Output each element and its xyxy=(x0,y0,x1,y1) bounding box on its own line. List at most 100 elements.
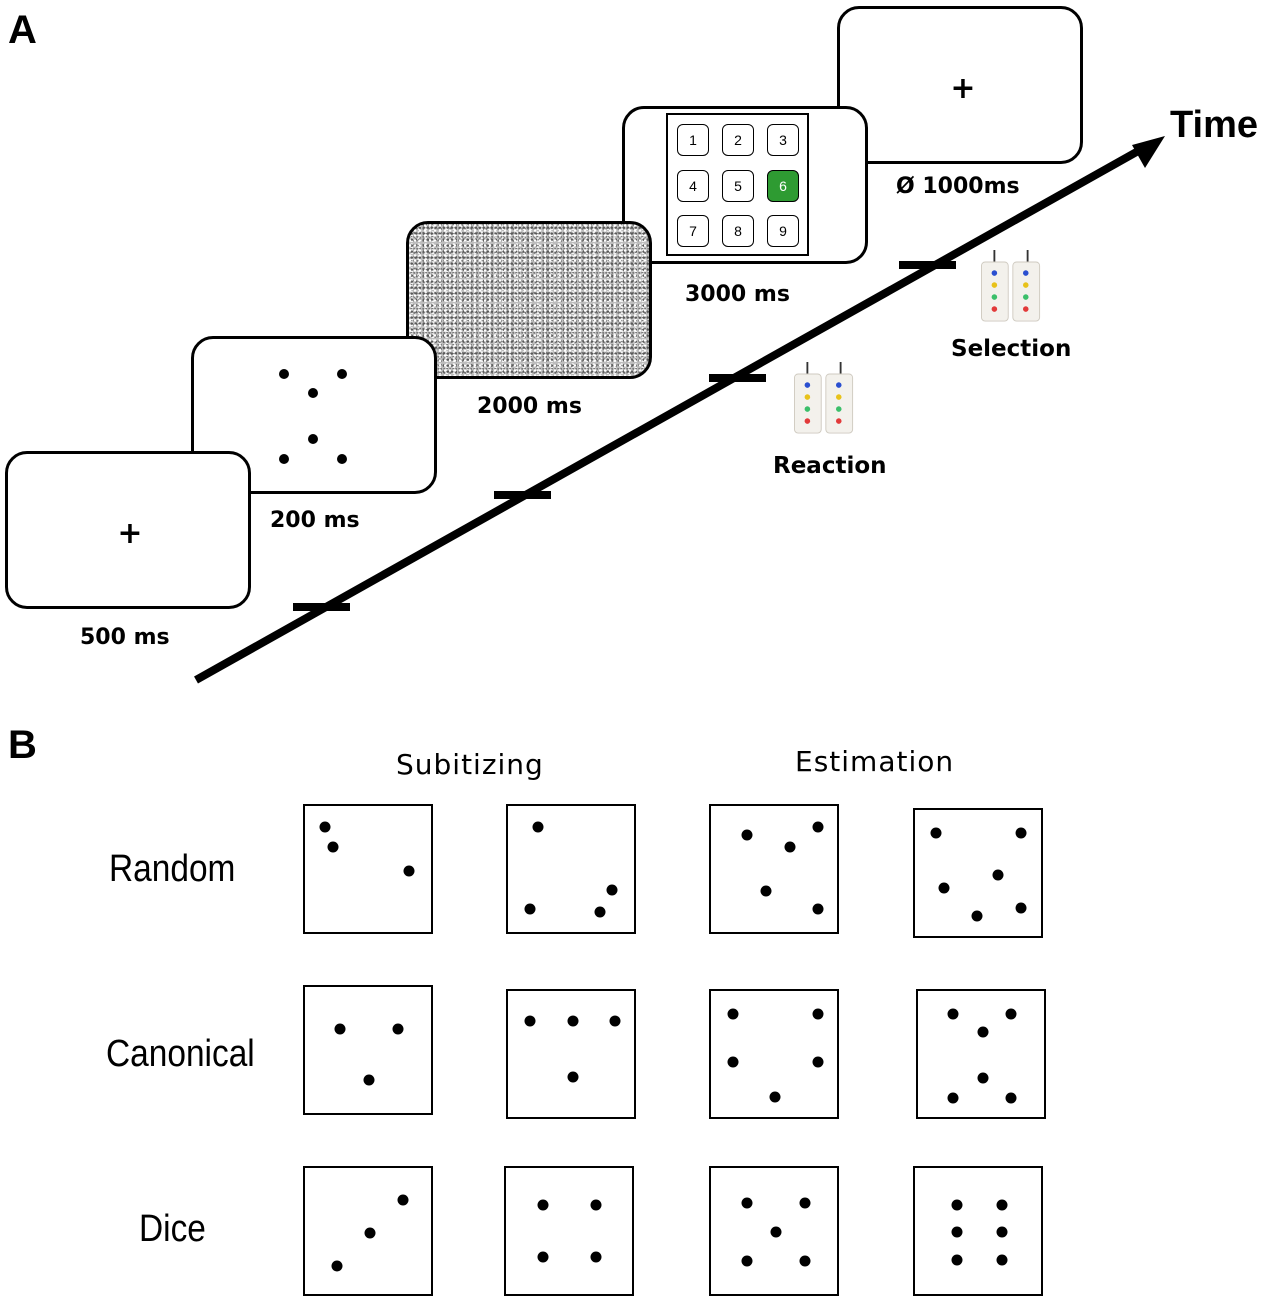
stimulus-dot xyxy=(397,1194,409,1206)
stimulus-dot xyxy=(319,821,331,833)
keypad-key-selected: 6 xyxy=(767,170,799,202)
stimulus-dot xyxy=(537,1199,549,1211)
stimulus-duration-label: 200 ms xyxy=(270,508,360,533)
stimulus-dot xyxy=(996,1199,1008,1211)
stimulus-box xyxy=(506,989,636,1119)
noise-mask-screen xyxy=(406,221,652,379)
stimulus-dot xyxy=(567,1015,579,1027)
stimulus-dot xyxy=(996,1254,1008,1266)
stimulus-dot xyxy=(327,841,339,853)
keypad-key: 3 xyxy=(767,124,799,156)
stimulus-dot xyxy=(812,903,824,915)
stimulus-dot xyxy=(392,1023,404,1035)
stimulus-dot xyxy=(992,869,1004,881)
column-header-estimation: Estimation xyxy=(795,745,955,778)
stimulus-dot xyxy=(331,1260,343,1272)
mask-duration-label: 2000 ms xyxy=(477,394,582,419)
stimulus-dot xyxy=(337,369,347,379)
stimulus-dot xyxy=(308,434,318,444)
timeline-arrow xyxy=(194,136,1165,684)
stimulus-dot xyxy=(403,865,415,877)
selection-label: Selection xyxy=(951,336,1072,362)
keypad-key: 7 xyxy=(677,215,709,247)
stimulus-dot xyxy=(799,1255,811,1267)
stimulus-dot xyxy=(769,1091,781,1103)
fixation-cross: + xyxy=(117,516,143,551)
stimulus-dot xyxy=(938,882,950,894)
stimulus-dot xyxy=(532,821,544,833)
stimulus-dot xyxy=(590,1251,602,1263)
stimulus-dot xyxy=(727,1008,739,1020)
stimulus-dot xyxy=(930,827,942,839)
response-device-reaction xyxy=(794,362,854,434)
stimulus-dot xyxy=(977,1026,989,1038)
stimulus-box xyxy=(504,1166,634,1296)
keypad-key: 1 xyxy=(677,124,709,156)
stimulus-box xyxy=(916,989,1046,1119)
stimulus-box xyxy=(506,804,636,934)
response-keypad: 1 2 3 4 5 6 7 8 9 xyxy=(666,113,809,256)
stimulus-dot xyxy=(812,1056,824,1068)
column-header-subitizing: Subitizing xyxy=(396,748,544,781)
stimulus-box xyxy=(303,1166,433,1296)
stimulus-dot xyxy=(951,1254,963,1266)
stimulus-dot xyxy=(590,1199,602,1211)
stimulus-dot xyxy=(337,454,347,464)
response-device-selection xyxy=(981,250,1041,322)
row-header-dice: Dice xyxy=(139,1208,206,1250)
fixation-duration-label: 500 ms xyxy=(80,625,170,650)
stimulus-dot xyxy=(1015,827,1027,839)
stimulus-box xyxy=(913,808,1043,938)
stimulus-dot xyxy=(537,1251,549,1263)
stimulus-dot xyxy=(279,369,289,379)
row-header-canonical: Canonical xyxy=(106,1033,255,1075)
stimulus-dot xyxy=(363,1074,375,1086)
stimulus-dot xyxy=(524,903,536,915)
stimulus-dot xyxy=(799,1197,811,1209)
stimulus-box xyxy=(913,1166,1043,1296)
iti-duration-label: Ø 1000ms xyxy=(896,174,1020,199)
stimulus-dot xyxy=(951,1226,963,1238)
response-duration-label: 3000 ms xyxy=(685,282,790,307)
fixation-screen: + xyxy=(5,451,251,609)
iti-fixation-screen: + xyxy=(837,6,1083,164)
time-axis-label: Time xyxy=(1170,104,1259,146)
keypad-key: 4 xyxy=(677,170,709,202)
stimulus-dot xyxy=(741,829,753,841)
stimulus-dot xyxy=(364,1227,376,1239)
stimulus-dot xyxy=(996,1226,1008,1238)
stimulus-dot xyxy=(1005,1008,1017,1020)
stimulus-dot xyxy=(308,388,318,398)
stimulus-dot xyxy=(741,1255,753,1267)
keypad-key: 2 xyxy=(722,124,754,156)
stimulus-dot xyxy=(606,884,618,896)
stimulus-dot xyxy=(1005,1092,1017,1104)
keypad-key: 9 xyxy=(767,215,799,247)
stimulus-box xyxy=(303,985,433,1115)
fixation-cross: + xyxy=(950,71,976,106)
stimulus-dot xyxy=(947,1092,959,1104)
stimulus-dot xyxy=(567,1071,579,1083)
stimulus-dot xyxy=(760,885,772,897)
stimulus-screen xyxy=(191,336,437,494)
stimulus-dot xyxy=(741,1197,753,1209)
stimulus-box xyxy=(303,804,433,934)
stimulus-dot xyxy=(279,454,289,464)
stimulus-box xyxy=(709,1166,839,1296)
stimulus-dot xyxy=(334,1023,346,1035)
reaction-label: Reaction xyxy=(773,453,887,479)
stimulus-dot xyxy=(770,1226,782,1238)
keypad-key: 8 xyxy=(722,215,754,247)
stimulus-dot xyxy=(812,1008,824,1020)
stimulus-box xyxy=(709,804,839,934)
panel-a-letter: A xyxy=(8,8,37,52)
stimulus-dot xyxy=(947,1008,959,1020)
stimulus-dot xyxy=(784,841,796,853)
stimulus-dot xyxy=(812,821,824,833)
keypad-key: 5 xyxy=(722,170,754,202)
row-header-random: Random xyxy=(109,848,236,890)
stimulus-dot xyxy=(951,1199,963,1211)
panel-b-letter: B xyxy=(8,723,37,767)
stimulus-dot xyxy=(971,910,983,922)
stimulus-dot xyxy=(594,906,606,918)
